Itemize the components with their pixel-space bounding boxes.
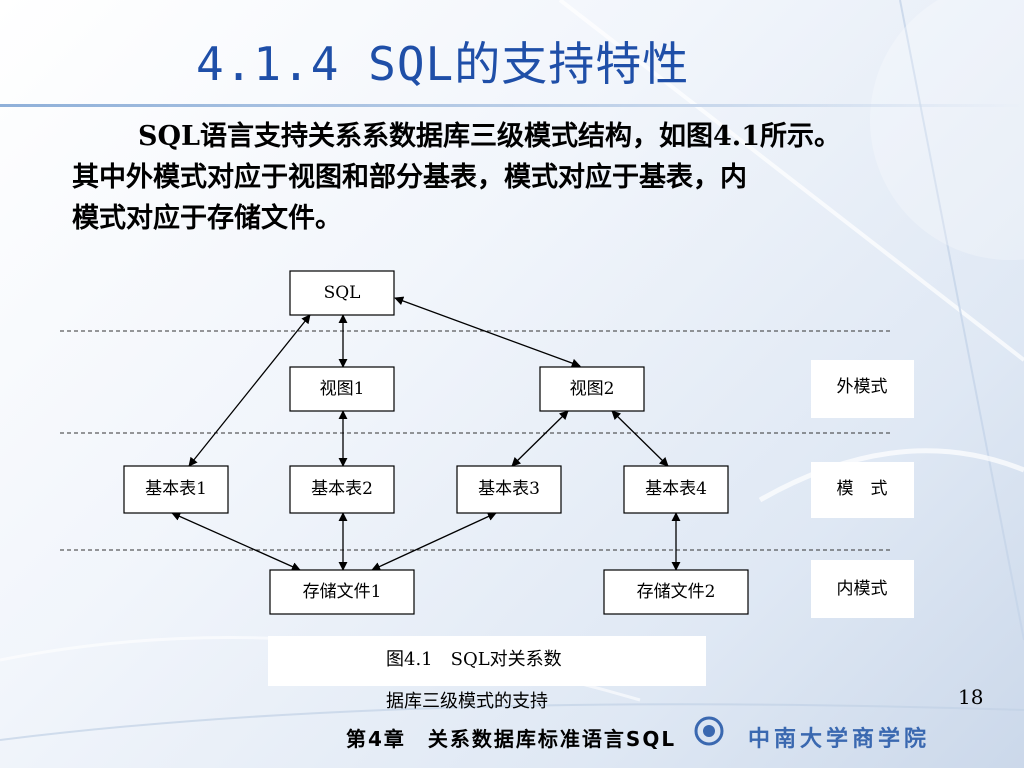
node-table2: 基本表2 [289,465,395,514]
arrow-table3-file1 [371,512,497,571]
level-label-internal: 内模式 [811,560,914,618]
title-divider [0,104,1024,107]
body-paragraph: SQL语言支持关系系数据库三级模式结构，如图4.1所示。 其中外模式对应于视图和… [72,116,972,239]
node-sql: SQL [289,270,395,316]
svg-text:基本表1: 基本表1 [145,479,207,499]
arrow-view2-table4 [611,410,669,467]
svg-text:内模式: 内模式 [837,579,888,599]
paragraph-line-1: SQL语言支持关系系数据库三级模式结构，如图4.1所示。 [138,121,841,152]
svg-text:视图2: 视图2 [570,379,615,399]
svg-text:基本表3: 基本表3 [478,479,540,499]
footer-chapter: 第4章 关系数据库标准语言SQL [346,727,677,751]
node-table1: 基本表1 [123,465,229,514]
svg-text:基本表2: 基本表2 [311,479,373,499]
arrow-view2-table3 [511,410,569,467]
figure-caption-line-1: 图4.1 SQL对关系数 [386,649,562,670]
node-file2: 存储文件2 [603,569,749,615]
arrow-sql-table1 [188,314,311,467]
page-number: 18 [958,685,984,709]
school-logo-icon [694,716,724,746]
node-file1: 存储文件1 [269,569,415,615]
svg-text:模 式: 模 式 [837,479,888,499]
level-label-conceptual: 模 式 [811,462,914,518]
svg-text:视图1: 视图1 [320,379,365,399]
paragraph-line-2: 其中外模式对应于视图和部分基表，模式对应于基表，内 [72,162,747,193]
slide-title: 4.1.4 SQL的支持特性 [196,37,690,91]
level-label-external: 外模式 [811,360,914,418]
node-view2: 视图2 [539,366,645,412]
figure-caption-line-2: 据库三级模式的支持 [386,691,548,712]
paragraph-line-3: 模式对应于存储文件。 [72,203,342,234]
node-table3: 基本表3 [456,465,562,514]
arrow-sql-view2 [394,296,581,368]
node-table4: 基本表4 [623,465,729,514]
svg-text:存储文件2: 存储文件2 [637,582,716,602]
svg-text:外模式: 外模式 [837,377,888,397]
svg-text:SQL: SQL [324,283,361,303]
arrow-table1-file1 [171,512,301,571]
node-view1: 视图1 [289,366,395,412]
school-name: 中南大学商学院 [748,727,931,752]
caption-background [268,636,706,686]
svg-text:存储文件1: 存储文件1 [303,582,382,602]
svg-text:基本表4: 基本表4 [645,479,707,499]
